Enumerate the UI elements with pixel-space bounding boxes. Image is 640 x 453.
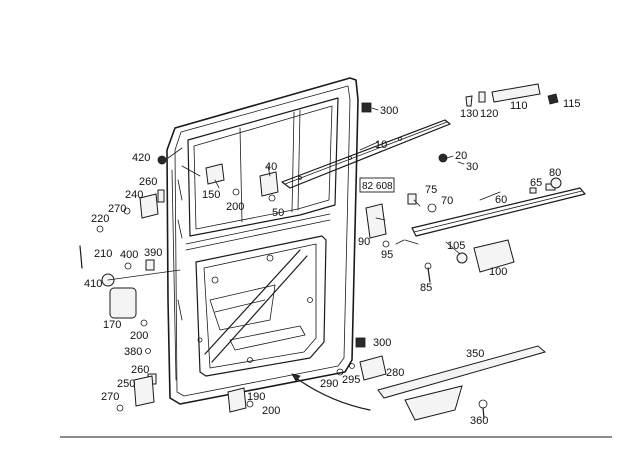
label-290: 290	[320, 378, 338, 390]
label-400: 400	[120, 249, 138, 261]
label-10: 10	[375, 139, 387, 151]
label-80: 80	[549, 167, 561, 179]
label-75: 75	[425, 184, 437, 196]
label-210: 210	[94, 248, 112, 260]
label-280: 280	[386, 367, 404, 379]
label-170: 170	[103, 319, 121, 331]
label-410: 410	[84, 278, 102, 290]
label-260-upper: 260	[139, 176, 157, 188]
label-60: 60	[495, 194, 507, 206]
door-shell	[166, 77, 359, 405]
label-110: 110	[510, 100, 528, 112]
label-85: 85	[420, 282, 432, 294]
leader-lines	[167, 107, 501, 255]
label-115: 115	[563, 98, 581, 110]
label-95: 95	[381, 249, 393, 261]
upper-guide-rail	[281, 119, 451, 189]
label-50: 50	[272, 207, 284, 219]
part-labels: 10 20 30 40 50 60 65 70 75 80 85 90 95 1…	[84, 98, 581, 427]
label-130: 130	[460, 108, 478, 120]
label-295: 295	[342, 374, 360, 386]
label-65: 65	[530, 177, 542, 189]
label-70: 70	[441, 195, 453, 207]
label-120: 120	[480, 108, 498, 120]
label-380: 380	[124, 346, 142, 358]
label-350: 350	[466, 348, 484, 360]
label-260-lower: 260	[131, 364, 149, 376]
label-30: 30	[466, 161, 478, 173]
label-420: 420	[132, 152, 150, 164]
upper-roller-cover	[465, 83, 559, 107]
reference-box-label: 82 608	[362, 181, 393, 192]
label-250: 250	[117, 378, 135, 390]
label-200-upper: 200	[226, 201, 244, 213]
label-270-upper: 270	[108, 203, 126, 215]
label-300-upper: 300	[380, 105, 398, 117]
label-360: 360	[470, 415, 488, 427]
label-190: 190	[247, 391, 265, 403]
label-220: 220	[91, 213, 109, 225]
label-300-lower: 300	[373, 337, 391, 349]
label-200-lower: 200	[262, 405, 280, 417]
step-trim	[377, 345, 547, 421]
assembly-arrow	[295, 377, 371, 411]
label-240: 240	[125, 189, 143, 201]
label-100: 100	[489, 266, 507, 278]
label-390: 390	[144, 247, 162, 259]
label-20: 20	[455, 150, 467, 162]
label-270-lower: 270	[101, 391, 119, 403]
label-150: 150	[202, 189, 220, 201]
reference-box	[359, 177, 395, 193]
label-200-middle: 200	[130, 330, 148, 342]
label-90: 90	[358, 236, 370, 248]
label-105: 105	[447, 240, 465, 252]
hardware-parts	[79, 102, 562, 419]
label-40: 40	[265, 161, 277, 173]
lower-guide-rail	[404, 183, 586, 245]
